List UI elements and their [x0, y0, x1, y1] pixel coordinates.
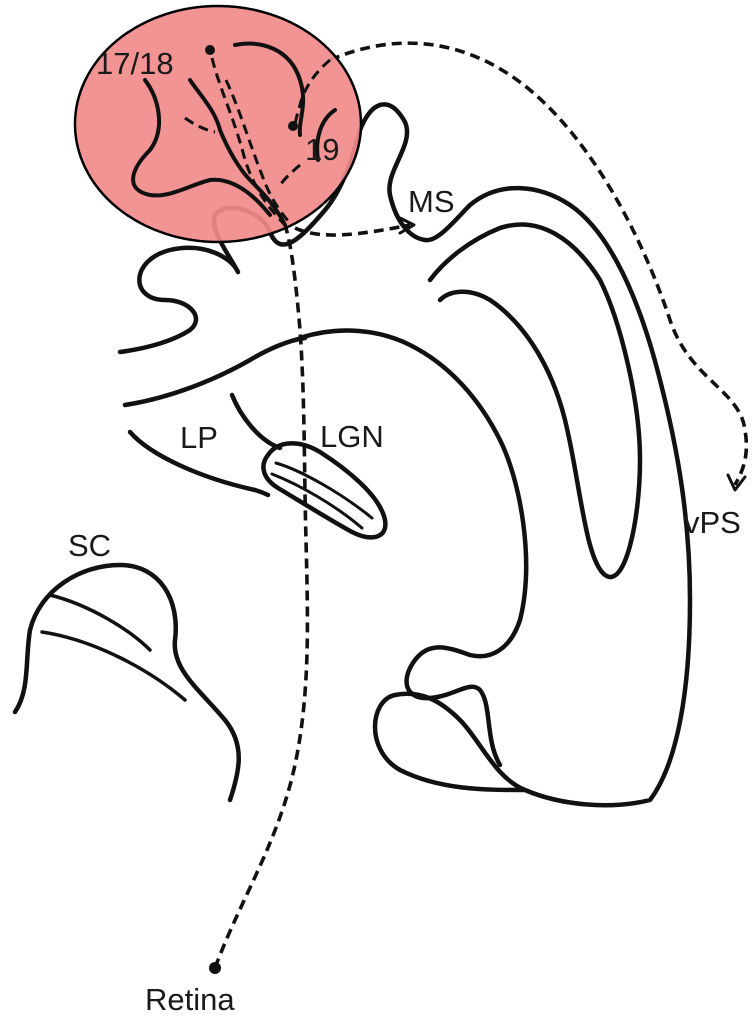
- inner-gyrus-contour: [430, 225, 640, 578]
- lp-divider: [232, 395, 280, 448]
- label-lp: LP: [180, 420, 218, 455]
- label-ms: MS: [408, 184, 455, 219]
- label-retina: Retina: [145, 982, 235, 1017]
- label-area-19: 19: [305, 132, 339, 167]
- label-vps: vPS: [684, 505, 741, 540]
- retina-origin-dot: [209, 962, 221, 974]
- superior-colliculus: [15, 565, 239, 800]
- label-sc: SC: [68, 528, 111, 563]
- lower-cortex-contour: [300, 331, 526, 765]
- retina-projection-line: [215, 225, 307, 968]
- label-lgn: LGN: [320, 419, 384, 454]
- label-area-17-18: 17/18: [96, 46, 174, 81]
- lgn-nucleus: [263, 443, 385, 537]
